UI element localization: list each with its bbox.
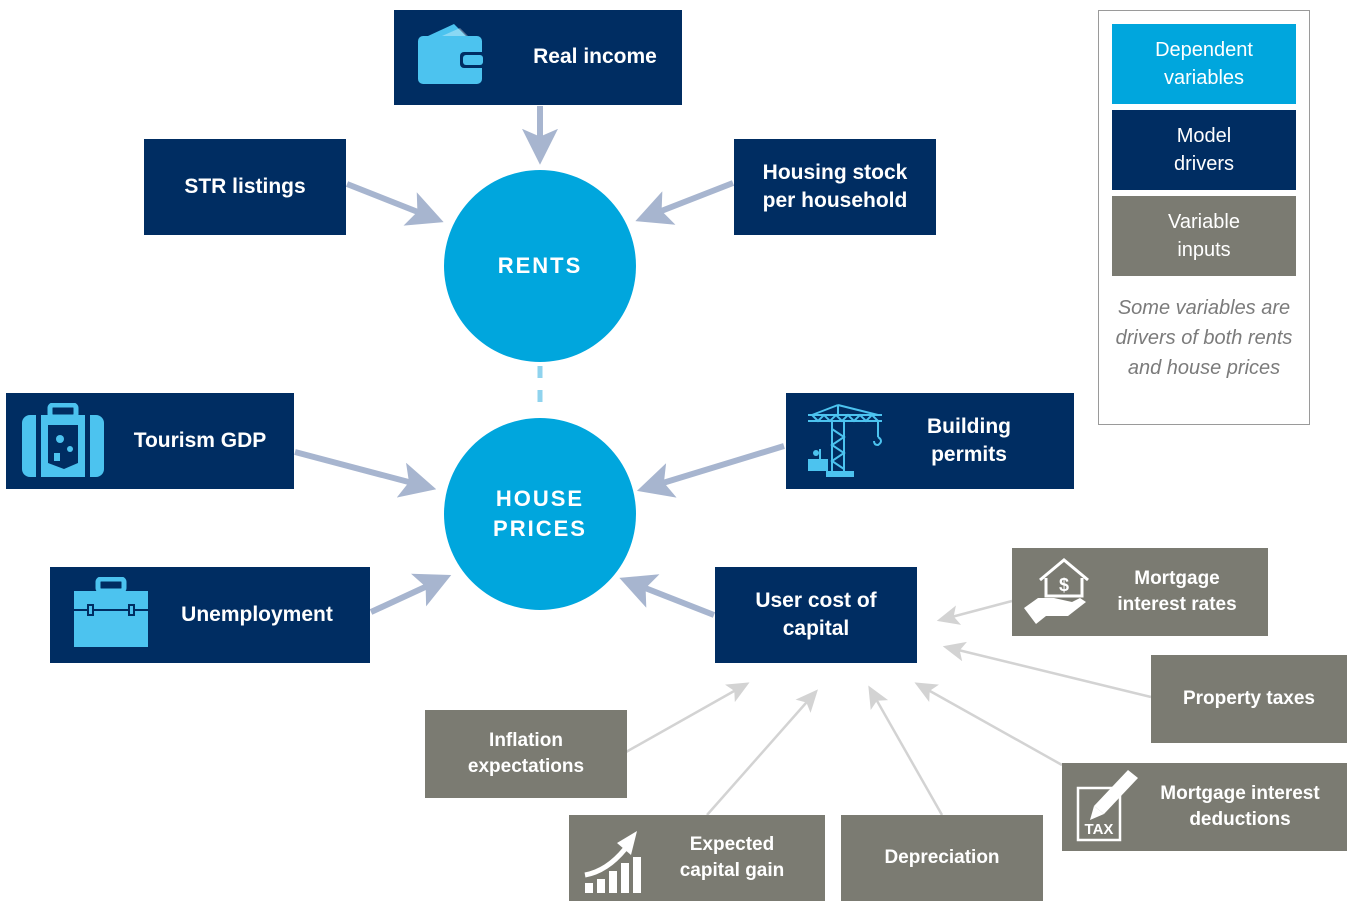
- real-income-label: Real income: [533, 45, 657, 69]
- arrow-tourism-to-prices: [294, 449, 437, 498]
- arrow-taxes-to-usercost: [942, 641, 1152, 699]
- arrow-str-to-rents: [345, 181, 444, 226]
- wallet-icon: [418, 24, 486, 84]
- legend-drivers-label: Model drivers: [1173, 125, 1234, 175]
- rents-label: RENTS: [497, 253, 583, 279]
- str-listings-label: STR listings: [184, 174, 306, 198]
- housing-stock-node: Housing stock per household: [734, 139, 936, 235]
- inflation-node: Inflation expectations: [425, 710, 627, 798]
- legend-dependent-label: Dependent variables: [1155, 39, 1253, 89]
- building-permits-node: Building permits: [786, 393, 1074, 489]
- house-dollar-hand-icon: $: [1024, 558, 1089, 624]
- unemployment-node: Unemployment: [50, 567, 370, 663]
- legend: Dependent variables Model drivers Variab…: [1098, 10, 1310, 425]
- house-prices-node: HOUSE PRICES: [444, 418, 636, 610]
- capital-gain-node: Expected capital gain: [569, 815, 825, 901]
- inflation-label: Inflation expectations: [467, 730, 585, 777]
- depreciation-label: Depreciation: [884, 847, 1000, 869]
- legend-note: Some variables are drivers of both rents…: [1115, 297, 1293, 379]
- arrow-usercost-to-prices: [619, 574, 716, 618]
- depreciation-node: Depreciation: [841, 815, 1043, 901]
- real-income-node: Real income: [394, 10, 682, 105]
- legend-drivers: Model drivers: [1112, 110, 1296, 190]
- growth-chart-icon: [584, 831, 641, 893]
- capital-gain-label: Expected capital gain: [679, 834, 785, 881]
- svg-text:$: $: [1059, 575, 1069, 595]
- legend-dependent: Dependent variables: [1112, 24, 1296, 104]
- user-cost-label: User cost of capital: [755, 588, 877, 640]
- svg-text:TAX: TAX: [1085, 821, 1114, 838]
- mortgage-rates-node: $ Mortgage interest rates: [1012, 548, 1268, 636]
- arrow-unemployment-to-prices: [369, 573, 452, 615]
- arrow-rates-to-usercost: [936, 599, 1013, 625]
- arrow-depreciation-to-usercost: [868, 685, 944, 816]
- suitcase-icon: [22, 403, 104, 477]
- str-listings-node: STR listings: [144, 139, 346, 235]
- arrow-permits-to-prices: [636, 443, 785, 498]
- arrow-deductions-to-usercost: [914, 682, 1063, 767]
- user-cost-node: User cost of capital: [715, 567, 917, 663]
- arrow-stock-to-rents: [635, 180, 735, 225]
- legend-inputs: Variable inputs: [1112, 196, 1296, 276]
- building-permits-label: Building permits: [927, 414, 1011, 466]
- property-taxes-node: Property taxes: [1151, 655, 1347, 743]
- arrow-inflation-to-usercost: [625, 682, 750, 754]
- housing-stock-label: Housing stock per household: [762, 160, 908, 212]
- tourism-gdp-node: Tourism GDP: [6, 393, 294, 489]
- mortgage-rates-label: Mortgage interest rates: [1117, 568, 1237, 615]
- mortgage-deductions-label: Mortgage interest deductions: [1160, 783, 1320, 830]
- mortgage-deductions-node: TAX Mortgage interest deductions: [1062, 763, 1347, 851]
- tourism-gdp-label: Tourism GDP: [133, 428, 267, 452]
- rents-node: RENTS: [444, 170, 636, 362]
- arrow-gain-to-usercost: [706, 689, 818, 816]
- crane-icon: [808, 404, 882, 477]
- unemployment-label: Unemployment: [181, 602, 333, 626]
- house-prices-label: HOUSE PRICES: [493, 486, 587, 541]
- property-taxes-label: Property taxes: [1182, 688, 1315, 710]
- briefcase-icon: [74, 577, 148, 647]
- tax-form-pen-icon: TAX: [1076, 770, 1138, 842]
- legend-inputs-label: Variable inputs: [1168, 211, 1240, 261]
